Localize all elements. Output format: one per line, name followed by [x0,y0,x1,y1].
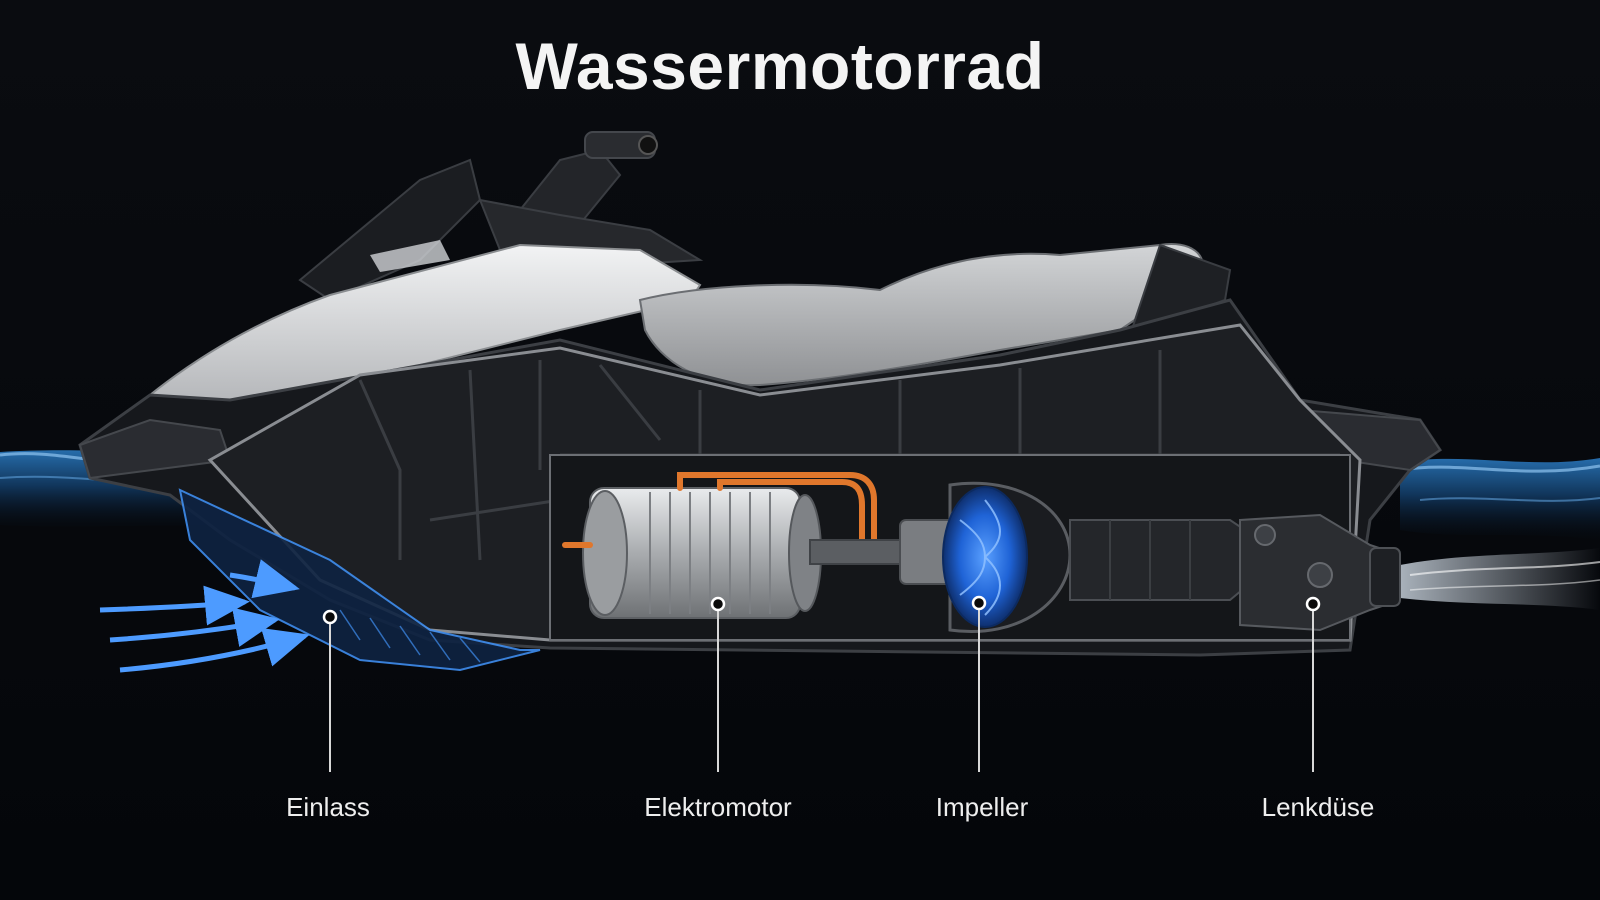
pump-rings [1109,520,1191,600]
callout-dots [322,595,1321,625]
callout-label-einlass: Einlass [286,792,370,822]
callout-label-impeller: Impeller [935,792,1029,822]
callout-label-lenkduese: Lenkdüse [1261,792,1375,822]
callout-dot-impeller [971,595,987,611]
diagram-title: Wassermotorrad [515,29,1045,103]
callout-lines [329,603,1314,772]
impeller [942,481,1072,633]
copper-cooling-pipe [562,472,877,548]
electric-motor [582,487,822,619]
callout-dot-lenkduese [1305,596,1321,612]
seat [638,243,1204,387]
jet-pump-tube [1069,519,1261,601]
intake-grate [178,488,541,672]
handlebar [518,131,658,232]
callout-dot-elektromotor [710,596,726,612]
jet-spray [1400,548,1600,610]
intake-grille-lines [339,609,481,663]
callout-dot-einlass [322,609,338,625]
intake-flow-arrows [99,559,310,673]
bow-bumper [78,418,232,480]
steering-nozzle [1239,513,1401,632]
callout-label-elektromotor: Elektromotor [644,792,792,822]
